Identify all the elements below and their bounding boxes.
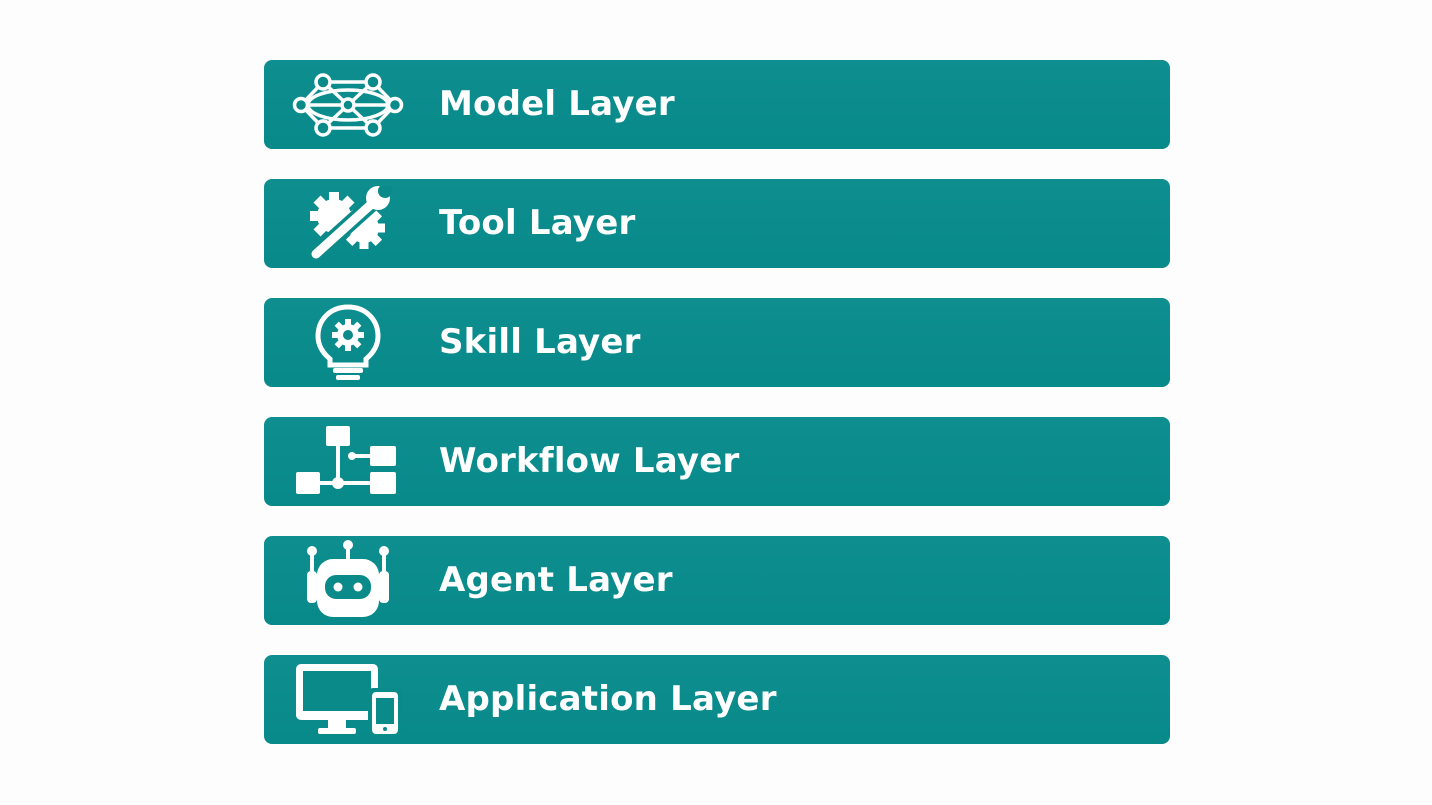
layer-label: Application Layer <box>439 678 777 719</box>
workflow-icon <box>290 424 406 500</box>
wrench-gear-icon <box>290 185 406 262</box>
layer-tool: Tool Layer <box>264 179 1170 268</box>
robot-icon <box>290 539 406 619</box>
layer-stack: Model Layer <box>264 60 1170 744</box>
layer-agent: Agent Layer <box>264 536 1170 625</box>
layer-label: Skill Layer <box>439 321 641 362</box>
layer-model: Model Layer <box>264 60 1170 149</box>
network-icon <box>290 67 406 143</box>
layer-label: Model Layer <box>439 83 675 124</box>
layer-label: Workflow Layer <box>439 440 740 481</box>
devices-icon <box>290 662 406 738</box>
layer-application: Application Layer <box>264 655 1170 744</box>
layer-skill: Skill Layer <box>264 298 1170 387</box>
lightbulb-gear-icon <box>290 303 406 381</box>
layer-label: Tool Layer <box>439 202 636 243</box>
layer-workflow: Workflow Layer <box>264 417 1170 506</box>
layer-label: Agent Layer <box>439 559 673 600</box>
